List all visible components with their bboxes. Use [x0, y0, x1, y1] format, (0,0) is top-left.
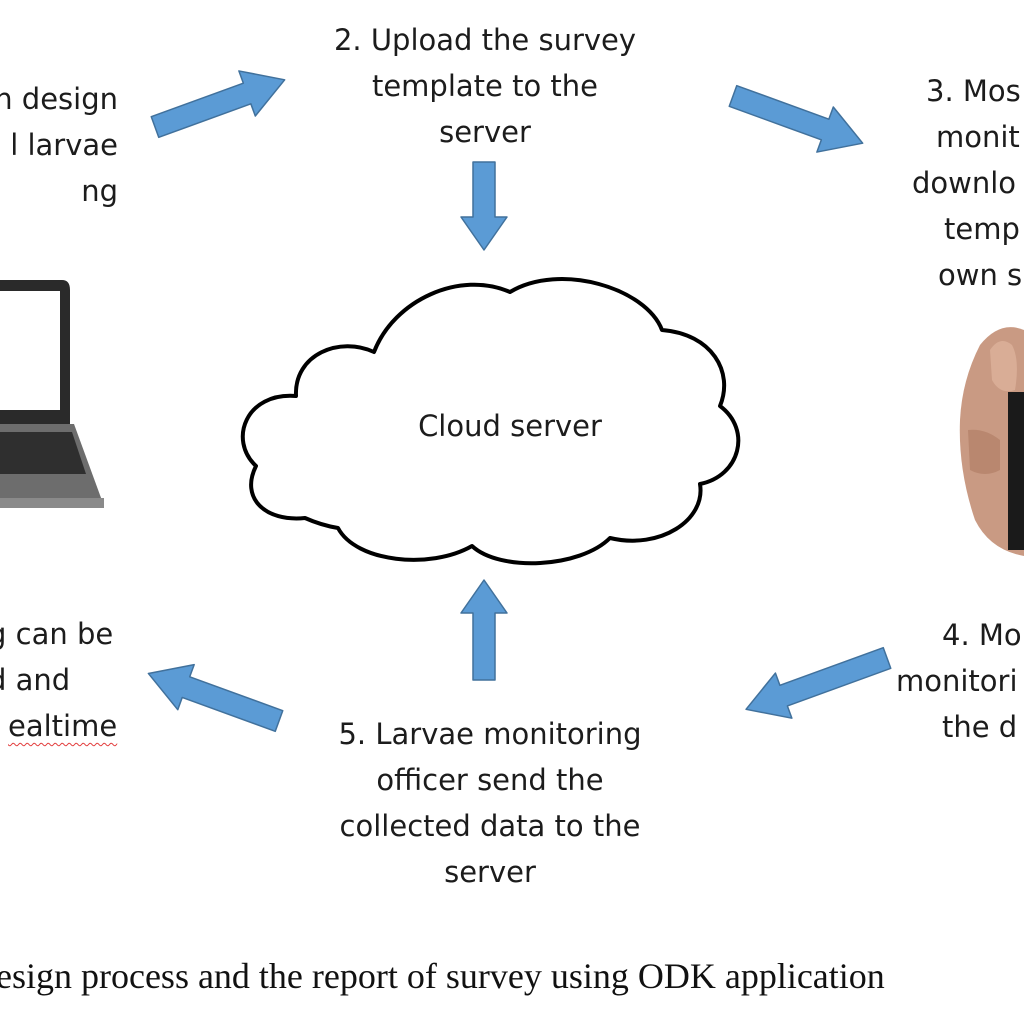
- figure-caption: esign process and the report of survey u…: [0, 956, 885, 996]
- step-3-line: temp: [944, 212, 1020, 246]
- step-3-line: monit: [936, 120, 1020, 154]
- step-1-line: ng: [81, 174, 118, 208]
- arrow-5-to-cloud: [460, 579, 508, 681]
- step-1-line: l larvae: [10, 128, 118, 162]
- step-6-text: g can be d and ealtime: [0, 611, 117, 749]
- arrow-2-to-3: [728, 84, 864, 153]
- cloud-shape: [240, 277, 741, 566]
- step-1-line: n design: [0, 82, 118, 116]
- step-4-line: 4. Mo: [942, 618, 1022, 652]
- step-2-line: 2. Upload the survey: [333, 23, 637, 57]
- arrow-4-to-5: [745, 646, 892, 719]
- step-2-text: 2. Upload the survey template to the ser…: [285, 17, 685, 155]
- step-6-line: d and: [0, 663, 71, 697]
- step-4-line: monitori: [896, 664, 1018, 698]
- step-4-line: the d: [942, 710, 1018, 744]
- step-5-line: collected data to the: [339, 809, 641, 843]
- arrow-2-to-cloud: [460, 161, 508, 251]
- step-2-line: server: [439, 115, 531, 149]
- step-2-line: template to the: [371, 69, 599, 103]
- step-3-line: downlo: [912, 166, 1017, 200]
- step-3-line: own s: [938, 258, 1023, 292]
- step-6-line: ealtime: [8, 709, 118, 743]
- step-5-text: 5. Larvae monitoring officer send the co…: [290, 711, 690, 895]
- step-4-text: 4. Mo monitori the d: [896, 612, 1024, 750]
- step-3-line: 3. Mos: [926, 74, 1021, 108]
- arrow-5-to-6: [147, 663, 284, 733]
- cloud-label: Cloud server: [418, 409, 602, 443]
- step-5-line: officer send the: [376, 763, 604, 797]
- hand-phone-image: [959, 327, 1024, 556]
- step-6-line: g can be: [0, 617, 114, 651]
- arrow-1-to-2: [150, 70, 286, 139]
- step-5-line: 5. Larvae monitoring: [338, 717, 642, 751]
- step-1-text: n design l larvae ng: [0, 76, 118, 214]
- step-5-line: server: [444, 855, 536, 889]
- step-3-text: 3. Mos monit downlo temp own s: [912, 68, 1024, 298]
- laptop-image: [0, 280, 104, 508]
